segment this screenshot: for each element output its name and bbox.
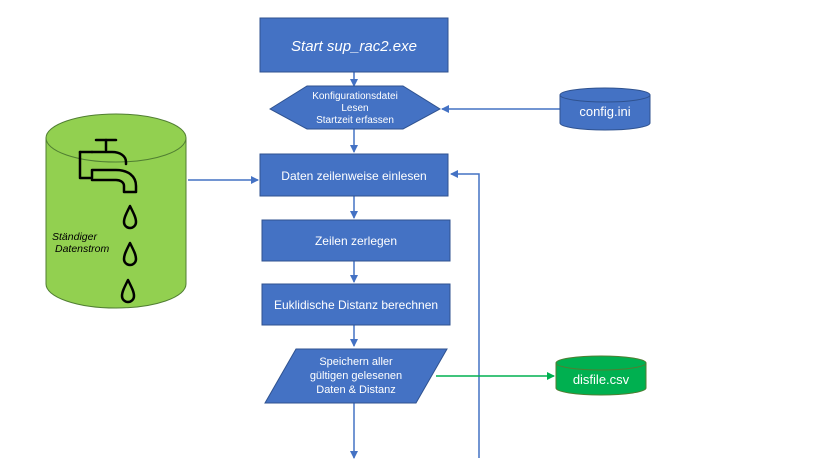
- euclid-label: Euklidische Distanz berechnen: [274, 298, 438, 312]
- config-step-label-1: Konfigurationsdatei: [312, 91, 398, 102]
- config-step-label-3: Startzeit erfassen: [316, 115, 394, 126]
- split-lines-box: Zeilen zerlegen: [261, 219, 451, 262]
- split-lines-label: Zeilen zerlegen: [315, 234, 397, 248]
- store-label-2: gültigen gelesenen: [310, 370, 402, 382]
- arrow-loop-back: [450, 170, 480, 458]
- config-ini-label: config.ini: [579, 104, 630, 119]
- read-lines-box: Daten zeilenweise einlesen: [259, 153, 449, 197]
- read-lines-label: Daten zeilenweise einlesen: [281, 169, 426, 183]
- store-parallelogram: Speichern aller gültigen gelesenen Daten…: [264, 348, 448, 404]
- start-process-label: Start sup_rac2.exe: [291, 38, 417, 55]
- store-label-1: Speichern aller: [319, 356, 393, 368]
- water-drops-icon: [120, 204, 138, 304]
- start-process-box: Start sup_rac2.exe: [259, 17, 449, 73]
- stream-label-1: Ständiger: [52, 231, 97, 243]
- disfile-label: disfile.csv: [573, 372, 630, 387]
- config-step-label-2: Lesen: [341, 103, 368, 114]
- config-step-hexagon: Konfigurationsdatei Lesen Startzeit erfa…: [269, 85, 441, 130]
- data-stream-tank: Ständiger Datenstrom: [45, 113, 187, 309]
- disfile-datastore: disfile.csv: [555, 355, 647, 396]
- connectors: [188, 72, 560, 459]
- water-tap-icon: [78, 138, 138, 194]
- config-ini-datastore: config.ini: [559, 87, 651, 131]
- euclid-box: Euklidische Distanz berechnen: [261, 283, 451, 326]
- store-label-3: Daten & Distanz: [316, 384, 395, 396]
- stream-label-2: Datenstrom: [55, 243, 110, 255]
